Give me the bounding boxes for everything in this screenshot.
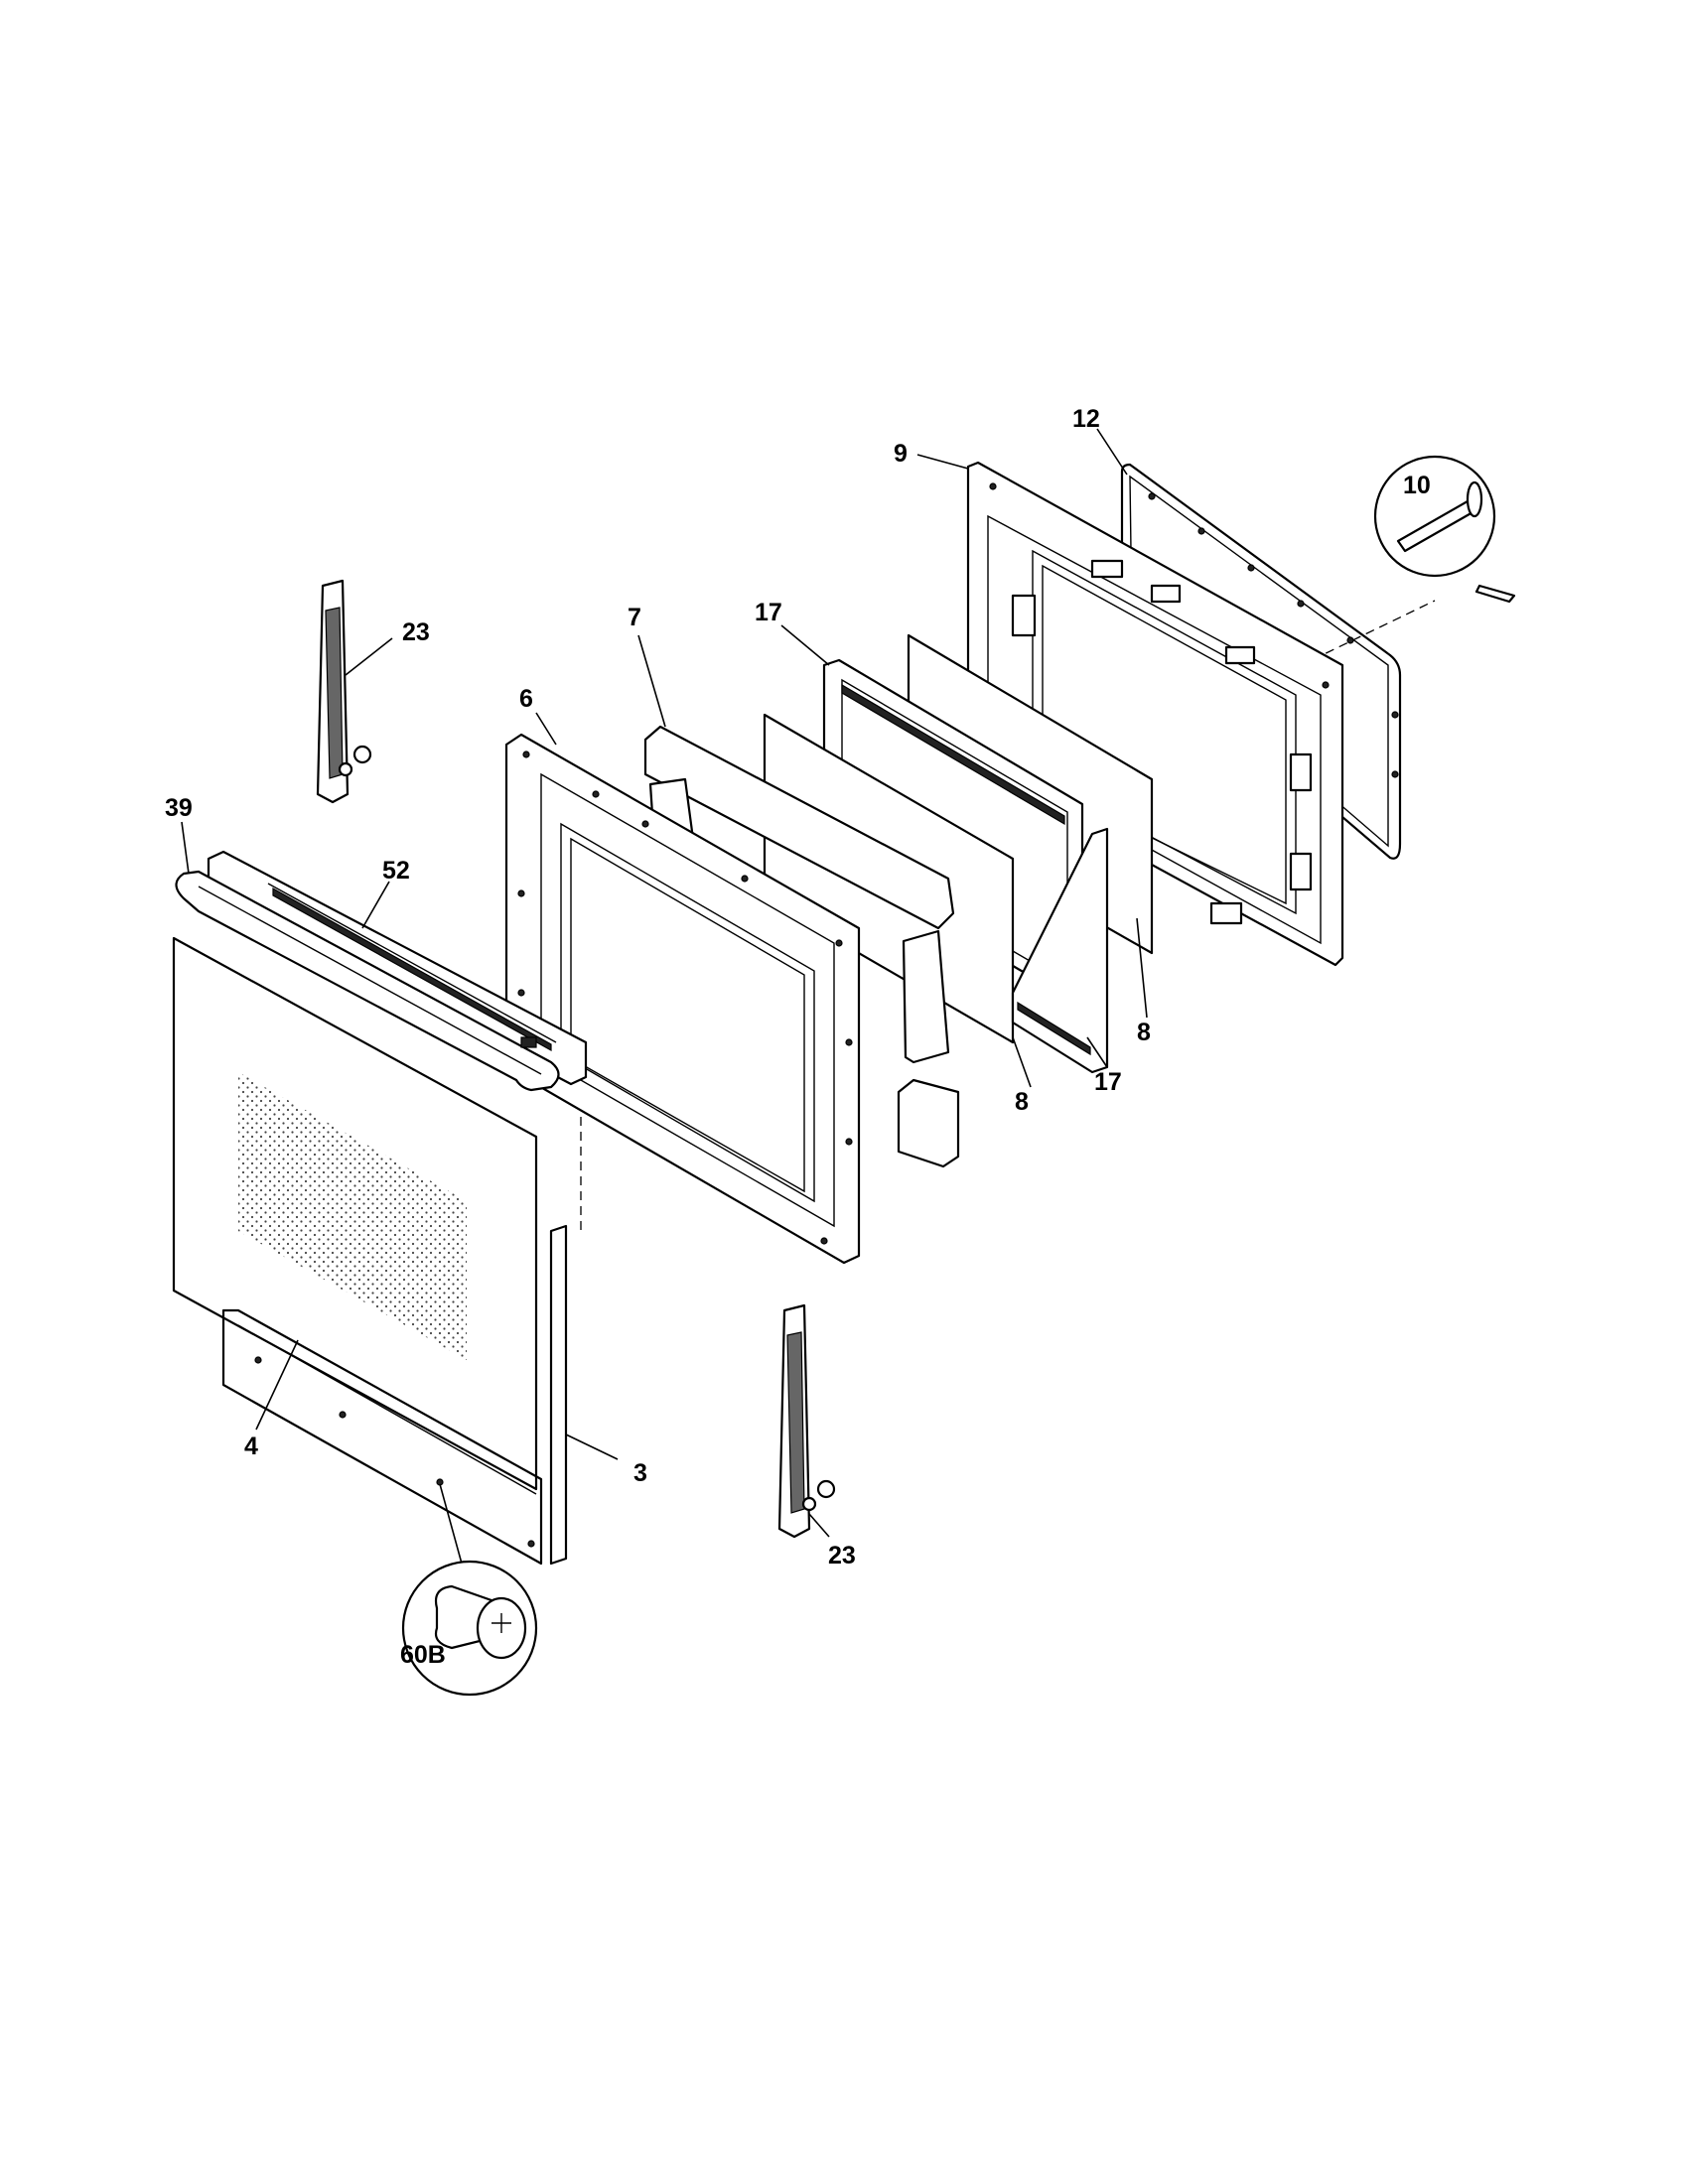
- callout-8-front: 8: [1015, 1088, 1029, 1116]
- callout-52: 52: [382, 857, 410, 885]
- outer-door-panel-part-3: [172, 936, 568, 1566]
- hinge-part-23-upper: [316, 579, 372, 804]
- callout-17-lower: 17: [1094, 1068, 1122, 1096]
- callout-8-rear: 8: [1137, 1019, 1151, 1046]
- door-handle-part-39: [175, 870, 560, 1092]
- callout-17-upper: 17: [755, 599, 782, 626]
- callout-labels: 9 12 10 23 7 17 6 39 52 8 8 17 4 3 23 60…: [165, 405, 1431, 1669]
- hinge-part-23-lower: [777, 1303, 836, 1539]
- callout-23-lower: 23: [828, 1542, 856, 1570]
- leader-lines: [181, 428, 1148, 1538]
- callout-7: 7: [628, 604, 641, 631]
- callout-23-upper: 23: [402, 618, 430, 646]
- callout-9: 9: [894, 440, 908, 468]
- handle-trim-part-52: [207, 850, 588, 1086]
- callout-60b: 60B: [400, 1641, 446, 1669]
- detail-circle-part-60b: [401, 1483, 538, 1697]
- callout-10: 10: [1403, 472, 1431, 499]
- callout-6: 6: [519, 685, 533, 713]
- door-frame-part-6: [504, 733, 861, 1265]
- callout-4: 4: [244, 1433, 258, 1460]
- callout-39: 39: [165, 794, 193, 822]
- glass-retainer-part-17-lower: [1011, 827, 1109, 1074]
- lower-trim-part-4: [221, 1308, 543, 1566]
- callout-3: 3: [633, 1459, 647, 1487]
- callout-12: 12: [1072, 405, 1100, 433]
- detail-circle-part-10: [1373, 455, 1516, 604]
